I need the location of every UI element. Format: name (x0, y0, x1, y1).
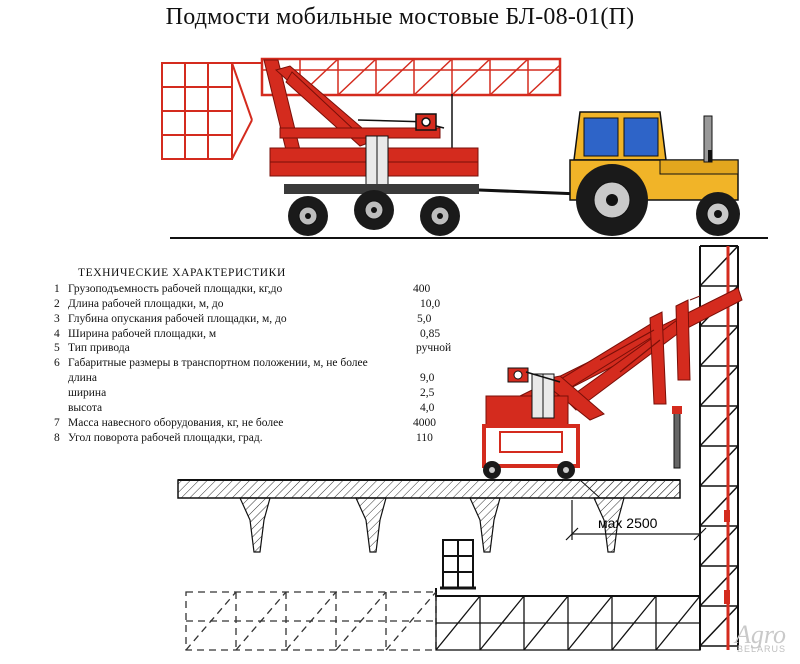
spec-number: 5 (54, 342, 60, 355)
bridge-deck (177, 479, 681, 553)
agro-belarus-watermark: Agro BELARUS (735, 620, 786, 654)
spec-label: ширина (68, 387, 107, 400)
spec-value: 0,85 (420, 327, 441, 340)
spec-label: высота (68, 402, 103, 415)
spec-value: 10,0 (420, 297, 441, 310)
spec-number: 2 (54, 297, 60, 310)
spec-label: Ширина рабочей площадки, м (68, 327, 217, 340)
spec-value: ручной (416, 342, 452, 355)
dimension-label: мах 2500 (598, 515, 658, 531)
spec-value: 400 (413, 282, 431, 295)
spec-number: 7 (54, 416, 60, 429)
hoist-cables (357, 94, 453, 148)
spec-number: 4 (54, 327, 60, 340)
spec-label: Глубина опускания рабочей площадки, м, д… (68, 312, 287, 325)
spec-row: длина 9,0 (58, 371, 478, 386)
spec-row: 7 Масса навесного оборудования, кг, не бо… (54, 416, 478, 431)
spec-value: 4000 (413, 416, 436, 429)
spec-number: 8 (54, 431, 60, 444)
spec-label: Масса навесного оборудования, кг, не бол… (68, 416, 284, 429)
spec-row: 3 Глубина опускания рабочей площадки, м, … (54, 312, 478, 327)
transport-view (161, 57, 768, 239)
spec-number: 1 (54, 282, 60, 295)
folded-platform (161, 62, 262, 160)
spec-value: 9,0 (420, 372, 435, 385)
trailer-wheels (288, 190, 460, 236)
lower-platform-grid (435, 595, 701, 651)
spec-label: Габаритные размеры в транспортном положе… (68, 357, 368, 370)
spec-label: Грузоподъемность рабочей площадки, кг,до (68, 282, 283, 295)
working-view: мах 2500 (177, 245, 743, 651)
spec-number: 6 (54, 357, 60, 370)
spec-row: высота 4,0 (58, 401, 478, 416)
working-boom (519, 287, 743, 421)
spec-value: 5,0 (417, 312, 432, 325)
spec-number: 3 (54, 312, 60, 325)
spec-label: Угол поворота рабочей площадки, град. (68, 431, 263, 444)
spec-value: 4,0 (420, 402, 435, 415)
specs-heading: ТЕХНИЧЕСКИЕ ХАРАКТЕРИСТИКИ (78, 267, 286, 279)
spec-row: 2 Длина рабочей площадки, м, до 10,0 (54, 297, 478, 312)
page-title: Подмости мобильные мостовые БЛ-08-01(П) (165, 4, 635, 30)
lifting-frame (263, 59, 441, 151)
pier-post (440, 539, 476, 590)
spec-row: ширина 2,5 (58, 386, 478, 401)
spec-label: Тип привода (68, 342, 130, 355)
spec-row: 6 Габаритные размеры в транспортном полож… (54, 356, 478, 371)
spec-row: 5 Тип привода ручной (54, 341, 478, 356)
watermark-sub: BELARUS (736, 644, 786, 654)
technical-specs: ТЕХНИЧЕСКИЕ ХАРАКТЕРИСТИКИ 1 Грузоподъемн… (54, 266, 478, 446)
spec-label: длина (68, 372, 98, 385)
trailer-body (269, 135, 581, 196)
boom-truss (260, 57, 562, 97)
spec-label: Длина рабочей площадки, м, до (68, 297, 224, 310)
tractor (569, 111, 740, 236)
spec-value: 2,5 (420, 387, 435, 400)
spec-row: 1 Грузоподъемность рабочей площадки, кг,д… (54, 282, 478, 297)
watermark-logo: Agro (734, 620, 786, 649)
lowered-platform-outline (185, 591, 437, 651)
spec-row: 4 Ширина рабочей площадки, м 0,85 (54, 327, 478, 342)
spec-value: 110 (416, 431, 433, 444)
working-unit (482, 367, 682, 479)
spec-row: 8 Угол поворота рабочей площадки, град. 11… (54, 431, 478, 446)
